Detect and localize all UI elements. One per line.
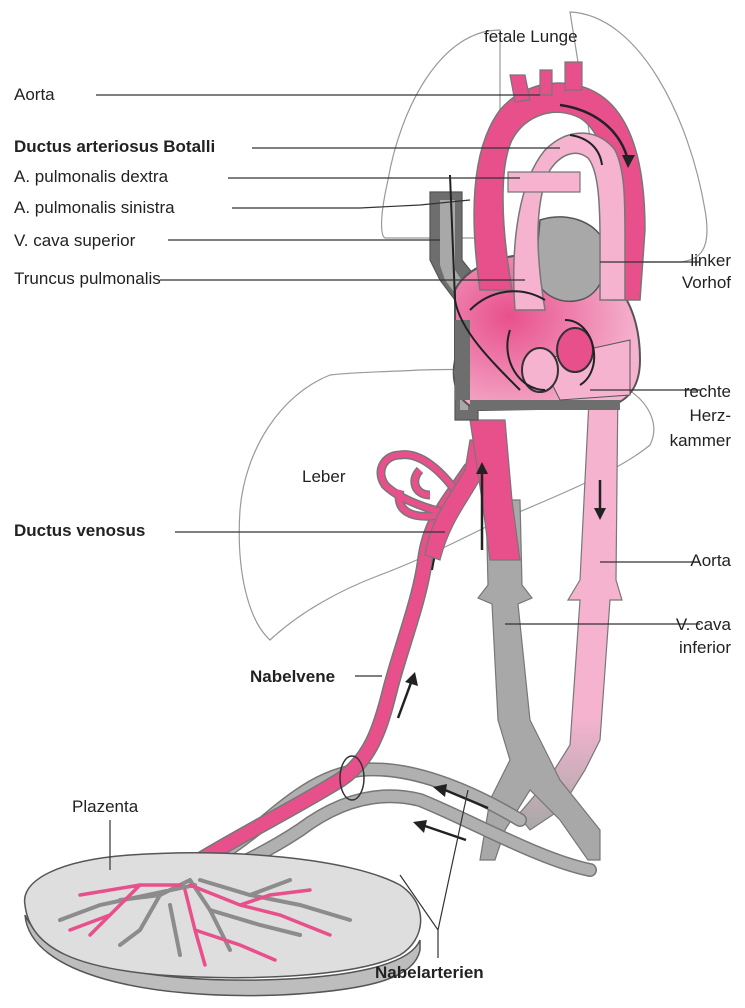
label-v-cava-superior: V. cava superior <box>14 230 135 252</box>
label-linker-vorhof-2: Vorhof <box>682 272 731 294</box>
label-nabelvene: Nabelvene <box>250 666 335 688</box>
vein-arrow <box>398 680 412 718</box>
label-leber: Leber <box>302 466 345 488</box>
label-rechte-herzkammer-2: Herz- <box>689 405 731 427</box>
label-ductus-arteriosus: Ductus arteriosus Botalli <box>14 136 215 158</box>
label-a-pulmonalis-dextra: A. pulmonalis dextra <box>14 166 168 188</box>
artery-arrow-2-head <box>413 820 427 833</box>
label-v-cava-inferior-2: inferior <box>679 637 731 659</box>
label-nabelarterien: Nabelarterien <box>375 962 484 984</box>
label-ductus-venosus: Ductus venosus <box>14 520 145 542</box>
label-fetale-lunge: fetale Lunge <box>484 26 578 48</box>
label-linker-vorhof-1: linker <box>690 250 731 272</box>
pulmonary-arteries <box>508 172 580 192</box>
label-a-pulmonalis-sinistra: A. pulmonalis sinistra <box>14 197 175 219</box>
vein-arrow-head <box>405 672 418 686</box>
label-v-cava-inferior-1: V. cava <box>676 614 731 636</box>
label-aorta-top: Aorta <box>14 84 55 106</box>
label-rechte-herzkammer-3: kammer <box>670 430 731 452</box>
left-atrium <box>535 217 606 301</box>
label-aorta-right: Aorta <box>690 550 731 572</box>
label-rechte-herzkammer-1: rechte <box>684 381 731 403</box>
label-plazenta: Plazenta <box>72 796 138 818</box>
label-truncus-pulmonalis: Truncus pulmonalis <box>14 268 161 290</box>
